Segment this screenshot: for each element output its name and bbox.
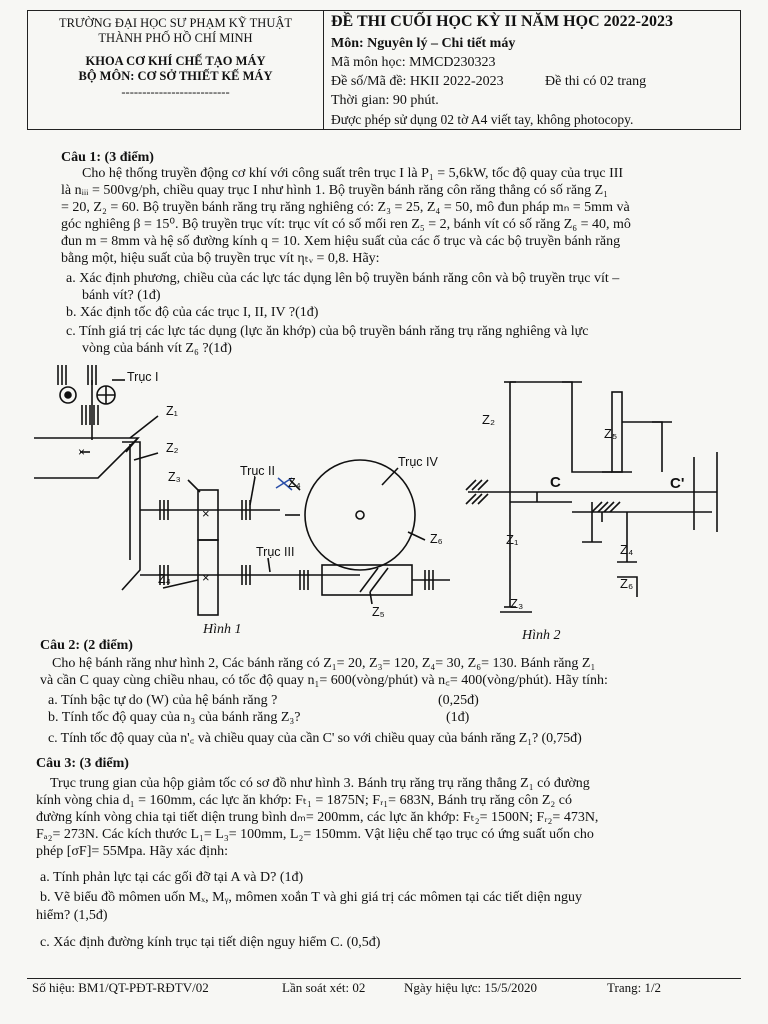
q1-c-line-1: c. Tính giá trị các lực tác dụng (lực ăn… — [66, 324, 589, 339]
label-truc-iii: Trục III — [256, 545, 294, 559]
bearing-worm-right — [424, 570, 434, 590]
ground-mid — [591, 501, 621, 513]
label-z4: Z₄ — [158, 572, 171, 586]
figure-1-caption: Hình 1 — [203, 622, 242, 637]
q3-line-4: Fₐ₂= 273N. Các kích thước L₁= L₃= 100mm,… — [36, 827, 594, 842]
q1-line-1: Cho hệ thống truyền động cơ khí với công… — [82, 166, 624, 181]
q1-line-6: bằng một, hiệu suất của bộ truyền trục v… — [61, 251, 380, 266]
subject-name: Môn: Nguyên lý – Chi tiết máy — [331, 36, 516, 51]
ground-left — [465, 479, 489, 505]
footer-form-number: Số hiệu: BM1/QT-PĐT-RĐTV/02 — [32, 980, 209, 995]
exam-time: Thời gian: 90 phút. — [331, 93, 439, 108]
page-count: Đề thi có 02 trang — [545, 74, 647, 89]
q1-line-2: là nᵢᵢᵢ = 500vg/ph, chiều quay trục I nh… — [61, 183, 609, 198]
bearing-mid-left — [81, 405, 99, 425]
handwritten-mark — [275, 477, 293, 491]
gear-z4 — [197, 539, 219, 616]
q1-line-3: = 20, Z₂ = 60. Bộ truyền bánh răng trụ r… — [61, 200, 630, 215]
q3-line-3: đường kính vòng chia tại tiết diện trung… — [36, 810, 599, 825]
svg-text:×: × — [202, 506, 210, 521]
q3-line-1: Trục trung gian của hộp giảm tốc có sơ đ… — [50, 776, 590, 791]
q2-line-2: và cần C quay cùng chiều nhau, có tốc độ… — [40, 673, 608, 688]
q2-b-points: (1đ) — [446, 710, 470, 725]
exam-number: Đề số/Mã đề: HKII 2022-2023 — [331, 74, 504, 89]
q1-c-line-2: vòng của bánh vít Z₆ ?(1đ) — [82, 341, 232, 356]
fig2-label-z6: Z₆ — [620, 576, 633, 591]
fig2-label-z4: Z₄ — [620, 542, 633, 557]
label-z1: Z₁ — [166, 404, 178, 418]
footer-page-number: Trang: 1/2 — [607, 980, 662, 995]
q3-line-5: phép [σF]= 55Mpa. Hãy xác định: — [36, 844, 228, 859]
footer-effective-date: Ngày hiệu lực: 15/5/2020 — [404, 980, 538, 995]
label-z5: Z₅ — [372, 605, 385, 619]
footer-rule — [27, 978, 741, 979]
q1-line-5: đun m = 8mm và hệ số đường kính q = 10. … — [61, 234, 621, 249]
figure-2-caption: Hình 2 — [522, 628, 561, 643]
bearing-shaft-iii-mid — [241, 565, 251, 585]
fig2-label-z5: Z₅ — [604, 426, 617, 441]
figure-1-drive-diagram: × × × — [34, 365, 450, 619]
school-name-line2: THÀNH PHỐ HỒ CHÍ MINH — [98, 31, 253, 45]
label-truc-iv: Trục IV — [398, 455, 438, 469]
bearing-shaft-iii-left — [159, 565, 169, 585]
fig2-label-z3: Z₃ — [510, 596, 523, 611]
label-z2: Z₂ — [166, 441, 179, 455]
q1-a-line-2: bánh vít? (1đ) — [82, 288, 161, 303]
q2-c: c. Tính tốc độ quay của n'꜀ và chiều qua… — [48, 731, 582, 746]
q1-a-line-1: a. Xác định phương, chiều của các lực tá… — [66, 271, 620, 286]
q1-title: Câu 1: (3 điểm) — [61, 150, 154, 165]
label-z6: Z₆ — [430, 532, 443, 546]
svg-text:×: × — [202, 570, 210, 585]
q1-b: b. Xác định tốc độ của các trục I, II, I… — [66, 305, 319, 320]
exam-header: TRƯỜNG ĐẠI HỌC SƯ PHẠM KỸ THUẬT THÀNH PH… — [27, 10, 741, 130]
fig2-label-z1: Z₁ — [506, 532, 519, 547]
svg-text:×: × — [78, 445, 85, 459]
exam-title: ĐỀ THI CUỐI HỌC KỲ II NĂM HỌC 2022-2023 — [331, 13, 673, 30]
q3-a: a. Tính phản lực tại các gối đỡ tại A và… — [40, 870, 304, 885]
fig2-label-z2: Z₂ — [482, 412, 495, 427]
carrier-c-prime — [622, 421, 663, 472]
gear-z6 — [617, 576, 638, 597]
department-name: BỘ MÔN: CƠ SỞ THIẾT KẾ MÁY — [78, 69, 273, 83]
label-truc-i: Trục I — [127, 370, 158, 384]
header-dashes: -------------------------- — [121, 85, 230, 99]
carrier-c — [510, 381, 612, 473]
q3-b-line-1: b. Vẽ biểu đồ mômen uốn Mₓ, Mᵧ, mômen xo… — [40, 890, 582, 905]
bevel-gear-z1 — [121, 441, 141, 591]
figure-2-planetary-diagram: Z₂ Z₅ C C' Z₁ Z₄ Z₆ Z₃ — [465, 381, 718, 613]
q3-c: c. Xác định đường kính trục tại tiết diệ… — [40, 935, 381, 950]
school-name-line1: TRƯỜNG ĐẠI HỌC SƯ PHẠM KỸ THUẬT — [58, 16, 293, 30]
rotation-out-symbol — [59, 386, 77, 404]
label-z4-worm: Z₄ — [288, 476, 301, 490]
exam-note: Được phép sử dụng 02 tờ A4 viết tay, khô… — [331, 112, 634, 127]
school-block: TRƯỜNG ĐẠI HỌC SƯ PHẠM KỸ THUẬT THÀNH PH… — [28, 11, 324, 129]
q1-line-4: góc nghiêng β = 15⁰. Bộ truyền trục vít:… — [61, 217, 631, 232]
label-z3: Z₃ — [168, 470, 181, 484]
q2-a-points: (0,25đ) — [438, 693, 479, 708]
q2-a: a. Tính bậc tự do (W) của hệ bánh răng ? — [48, 693, 278, 708]
exam-info-block: ĐỀ THI CUỐI HỌC KỲ II NĂM HỌC 2022-2023 … — [325, 11, 739, 129]
bearing-shaft-ii-left — [159, 500, 169, 520]
q2-line-1: Cho hệ bánh răng như hình 2, Các bánh ră… — [52, 656, 596, 671]
bevel-gear-z2 — [34, 437, 140, 479]
faculty-name: KHOA CƠ KHÍ CHẾ TẠO MÁY — [85, 54, 266, 68]
subject-code: Mã môn học: MMCD230323 — [331, 55, 496, 70]
q3-title: Câu 3: (3 điểm) — [36, 756, 129, 771]
worm-wheel-z6 — [304, 459, 416, 571]
q2-b: b. Tính tốc độ quay của n₃ của bánh răng… — [48, 710, 301, 725]
q2-title: Câu 2: (2 điểm) — [40, 638, 133, 653]
label-truc-ii: Trục II — [240, 464, 275, 478]
q3-line-2: kính vòng chia d₁ = 160mm, các lực ăn kh… — [36, 793, 573, 808]
footer-revision: Lần soát xét: 02 — [282, 980, 366, 995]
bearing-top-left — [57, 365, 97, 385]
q3-b-line-2: hiểm? (1,5đ) — [36, 908, 108, 923]
fig2-label-c: C — [550, 474, 561, 491]
bearing-worm-left — [299, 570, 309, 590]
fig2-label-c-prime: C' — [670, 475, 684, 492]
